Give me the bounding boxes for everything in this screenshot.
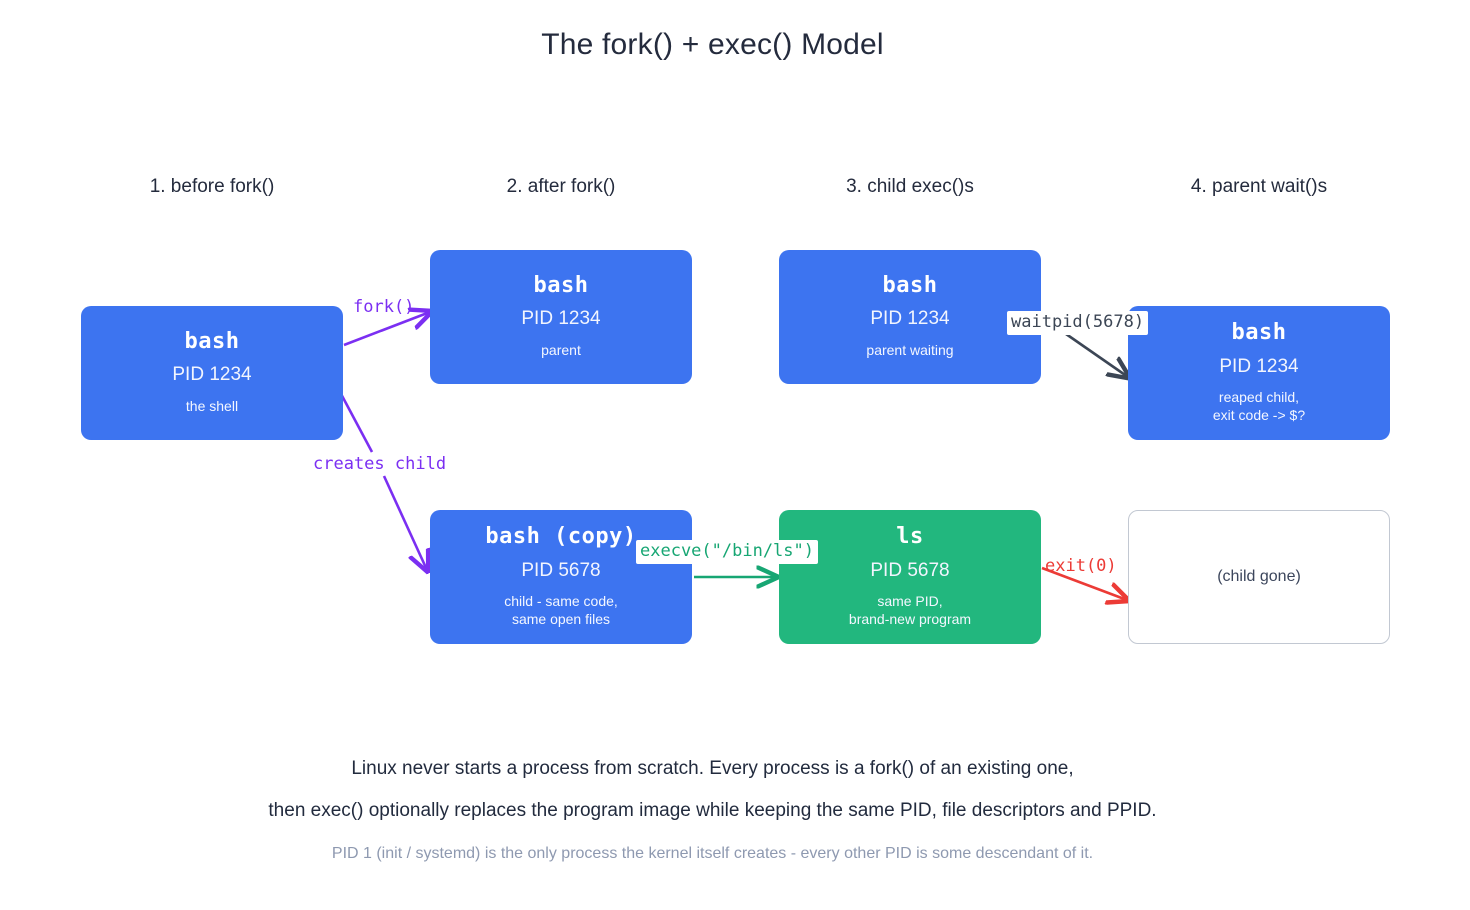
process-note: reaped child, exit code -> $? — [1212, 389, 1306, 424]
arrow-fork — [343, 312, 430, 347]
process-name: bash — [533, 273, 589, 299]
edge-label-fork: fork() — [353, 297, 415, 317]
arrow-creates-child-upper — [338, 391, 374, 453]
process-note: parent — [541, 342, 581, 359]
footer-line-3: PID 1 (init / systemd) is the only proce… — [331, 845, 1094, 862]
edge-label-creates-child: creates child — [313, 454, 447, 474]
process-note: parent waiting — [866, 342, 954, 359]
stage-label-4: 4. parent wait()s — [1190, 176, 1328, 197]
process-pid: PID 1234 — [870, 308, 950, 330]
arrow-creates-child-lower — [382, 475, 427, 570]
process-pid: PID 1234 — [521, 308, 601, 330]
process-name: bash — [1231, 320, 1287, 346]
edge-label-exit: exit(0) — [1045, 556, 1117, 576]
stage-label-1: 1. before fork() — [149, 176, 275, 197]
edge-label-execve: execve("/bin/ls") — [636, 540, 818, 564]
arrow-exit — [1041, 566, 1127, 600]
process-box-parent[interactable]: bash PID 1234 parent — [430, 250, 692, 384]
process-pid: PID 1234 — [172, 364, 252, 386]
footer-line-2: then exec() optionally replaces the prog… — [268, 800, 1157, 821]
stage-label-3: 3. child exec()s — [846, 176, 974, 197]
process-box-ls[interactable]: ls PID 5678 same PID, brand-new program — [779, 510, 1041, 644]
process-note: the shell — [185, 398, 239, 415]
process-pid: PID 5678 — [521, 559, 601, 581]
process-pid: PID 1234 — [1219, 355, 1299, 377]
process-note: child - same code, same open files — [504, 593, 618, 628]
process-box-child-copy[interactable]: bash (copy) PID 5678 child - same code, … — [430, 510, 692, 644]
process-box-shell[interactable]: bash PID 1234 the shell — [81, 306, 343, 440]
footer-line-1: Linux never starts a process from scratc… — [351, 758, 1074, 779]
process-name: bash — [882, 273, 938, 299]
process-name: ls — [896, 524, 924, 550]
process-note: (child gone) — [1217, 567, 1301, 585]
process-name: bash (copy) — [485, 524, 637, 550]
process-note: same PID, brand-new program — [848, 593, 972, 628]
process-name: bash — [184, 329, 240, 355]
page-title: The fork() + exec() Model — [541, 28, 884, 61]
process-box-child-gone[interactable]: (child gone) — [1128, 510, 1390, 644]
edge-label-waitpid: waitpid(5678) — [1007, 311, 1149, 335]
process-box-parent-waiting[interactable]: bash PID 1234 parent waiting — [779, 250, 1041, 384]
process-box-parent-reaped[interactable]: bash PID 1234 reaped child, exit code ->… — [1128, 306, 1390, 440]
stage-label-2: 2. after fork() — [506, 176, 616, 197]
process-pid: PID 5678 — [870, 559, 950, 581]
